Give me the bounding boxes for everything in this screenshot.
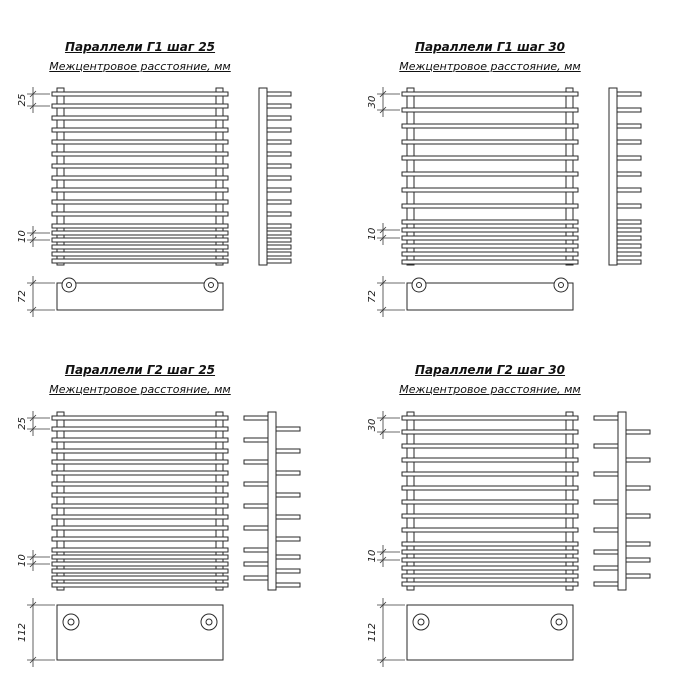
radiator-drawing-g2-step30: 30 10 112	[367, 411, 651, 667]
diagram-quadrant-g1-step25: Параллели Г1 шаг 25 Межцентровое расстоя…	[0, 0, 350, 350]
dimensions: 30 10 72	[367, 87, 405, 317]
diagram-title: Параллели Г1 шаг 30	[414, 40, 566, 54]
diagram-title: Параллели Г2 шаг 25	[64, 363, 216, 377]
collector	[406, 604, 574, 661]
svg-text:10: 10	[367, 550, 378, 563]
side-view	[593, 411, 651, 591]
collector	[406, 277, 574, 311]
diagram-subtitle: Межцентровое расстояние, мм	[49, 383, 231, 396]
side-view	[258, 87, 292, 266]
side-view	[608, 87, 642, 266]
svg-text:10: 10	[17, 554, 28, 567]
front-view	[401, 87, 579, 266]
side-view	[243, 411, 301, 591]
svg-text:112: 112	[17, 623, 28, 642]
diagram-quadrant-g2-step30: Параллели Г2 шаг 30 Межцентровое расстоя…	[350, 350, 700, 700]
dimensions: 30 10 112	[367, 411, 405, 667]
diagram-title: Параллели Г2 шаг 30	[414, 363, 566, 377]
dimensions: 25 10 112	[17, 411, 55, 667]
svg-text:25: 25	[17, 94, 28, 107]
svg-text:10: 10	[367, 228, 378, 241]
svg-text:25: 25	[17, 417, 28, 430]
diagram-quadrant-g1-step30: Параллели Г1 шаг 30 Межцентровое расстоя…	[350, 0, 700, 350]
diagram-quadrant-g2-step25: Параллели Г2 шаг 25 Межцентровое расстоя…	[0, 350, 350, 700]
svg-text:72: 72	[367, 290, 378, 303]
diagram-subtitle: Межцентровое расстояние, мм	[49, 60, 231, 73]
radiator-drawing-g1-step30: 30 10 72	[367, 87, 642, 317]
svg-text:112: 112	[367, 623, 378, 642]
front-view	[401, 411, 579, 591]
svg-text:10: 10	[17, 230, 28, 243]
radiator-drawing-g2-step25: 25 10 112	[17, 411, 301, 667]
dimensions: 25 10 72	[17, 87, 55, 317]
front-view	[51, 411, 229, 591]
front-view	[51, 87, 229, 266]
svg-text:72: 72	[17, 290, 28, 303]
collector	[56, 277, 224, 311]
svg-text:30: 30	[367, 96, 378, 109]
radiator-drawing-g1-step25: 25 10 72	[17, 87, 292, 317]
collector	[56, 604, 224, 661]
diagram-subtitle: Межцентровое расстояние, мм	[399, 60, 581, 73]
svg-text:30: 30	[367, 419, 378, 432]
diagram-title: Параллели Г1 шаг 25	[64, 40, 216, 54]
diagram-subtitle: Межцентровое расстояние, мм	[399, 383, 581, 396]
